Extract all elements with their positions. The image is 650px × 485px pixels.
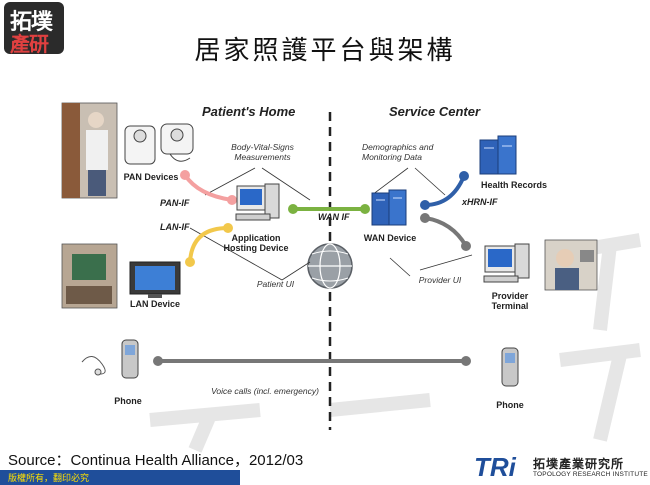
tri-chinese-name: 拓墣產業研究所 (533, 457, 625, 471)
heading-patients-home: Patient's Home (202, 104, 296, 119)
leader-patient-ui (189, 227, 283, 281)
patient-photo-icon (61, 102, 118, 199)
source-text: Source：Continua Health Alliance，2012/03 (8, 452, 304, 469)
topology-logo (4, 2, 64, 54)
heading-service-center: Service Center (389, 104, 481, 119)
xhrn-connector (424, 175, 466, 207)
label-phone-right: Phone (496, 400, 524, 410)
logo-line-2: 產研 (10, 32, 49, 56)
note-provider-ui: Provider UI (418, 275, 462, 285)
label-health-records: Health Records (480, 180, 548, 190)
note-patient-ui: Patient UI (256, 279, 295, 289)
provider-connector (424, 216, 468, 248)
label-pan-if: PAN-IF (160, 198, 190, 208)
tri-logo: TRi (474, 452, 516, 482)
logo-line-1: 拓墣 (10, 9, 53, 35)
copyright-text: 版權所有，翻印必究 (8, 473, 90, 483)
pan-devices-icon (124, 123, 194, 165)
note-voice-calls: Voice calls (incl. emergency) (211, 386, 319, 396)
phone-left-icon (81, 339, 139, 379)
leader-body-vital (204, 167, 256, 196)
phone-right-icon (501, 347, 519, 387)
wan-device-server-icon (371, 189, 407, 226)
label-app-hosting: Application Hosting Device (223, 233, 289, 253)
label-phone-left: Phone (114, 396, 142, 406)
label-pan-devices: PAN Devices (123, 172, 179, 182)
lan-photo-icon (61, 243, 118, 309)
tri-english-name: TOPOLOGY RESEARCH INSTITUTE (533, 471, 648, 478)
note-demographics: Demographics and Monitoring Data (362, 142, 434, 162)
leader-demographics (371, 167, 409, 196)
health-records-server-icon (479, 135, 517, 175)
app-hosting-computer-icon (235, 183, 280, 221)
copyright-bar: 版權所有，翻印必究 (0, 470, 240, 485)
label-xhrn-if: xHRN-IF (462, 197, 498, 207)
leader-provider-ui (419, 254, 473, 271)
provider-photo-icon (544, 239, 598, 291)
label-wan-if: WAN IF (318, 212, 350, 222)
label-provider-terminal: Provider Terminal (491, 291, 529, 311)
label-wan-device: WAN Device (363, 233, 417, 243)
page-title: 居家照護平台與架構 (194, 36, 456, 66)
note-body-vital: Body-Vital-Signs Measurements (231, 142, 294, 162)
lan-connector (188, 226, 229, 263)
provider-computer-icon (483, 243, 530, 283)
globe-icon (307, 243, 353, 289)
label-lan-if: LAN-IF (160, 222, 190, 232)
label-lan-device: LAN Device (129, 299, 181, 309)
tv-icon (129, 261, 181, 298)
pan-connector (183, 173, 233, 202)
